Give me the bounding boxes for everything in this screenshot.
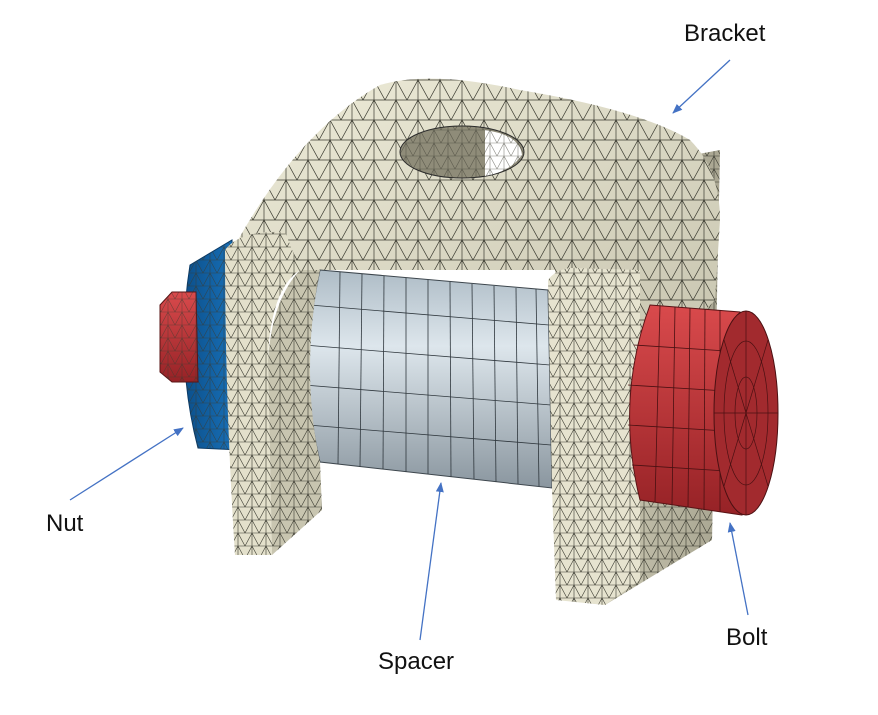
spacer-leader-arrow [419, 482, 444, 641]
bracket-leader-arrow [672, 59, 731, 114]
bracket-right-leg [548, 268, 640, 605]
bracket-label: Bracket [684, 20, 766, 47]
bolt [627, 304, 779, 516]
nut-label: Nut [46, 510, 84, 537]
spacer-label: Spacer [378, 648, 455, 675]
bracket-top [238, 78, 720, 330]
spacer [303, 269, 553, 489]
leader-lines [69, 59, 749, 641]
bracket-left-leg [225, 231, 322, 555]
bolt-leader-arrow [727, 522, 749, 616]
bolt-label: Bolt [726, 624, 768, 651]
nut-leader-arrow [69, 427, 184, 501]
bolt-end [159, 291, 199, 383]
